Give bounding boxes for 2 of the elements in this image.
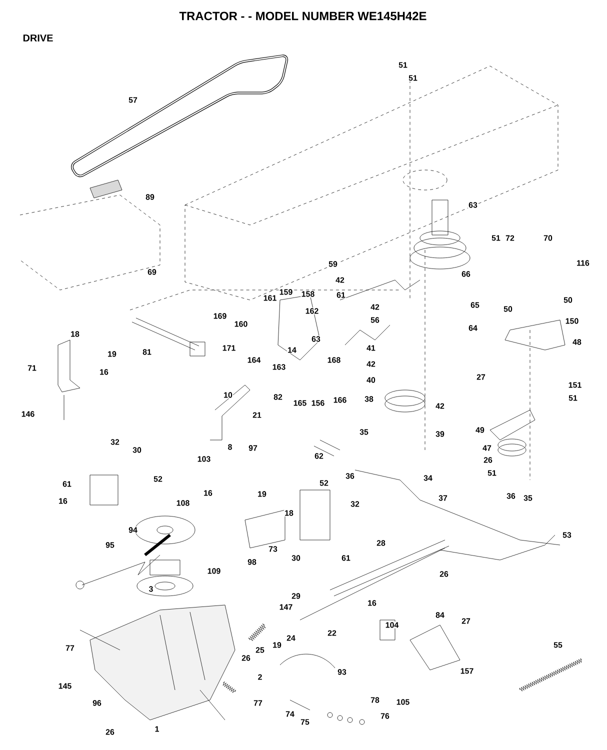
- title: TRACTOR - - MODEL NUMBER WE145H42E: [179, 12, 426, 20]
- section-heading: DRIVE: [23, 34, 53, 42]
